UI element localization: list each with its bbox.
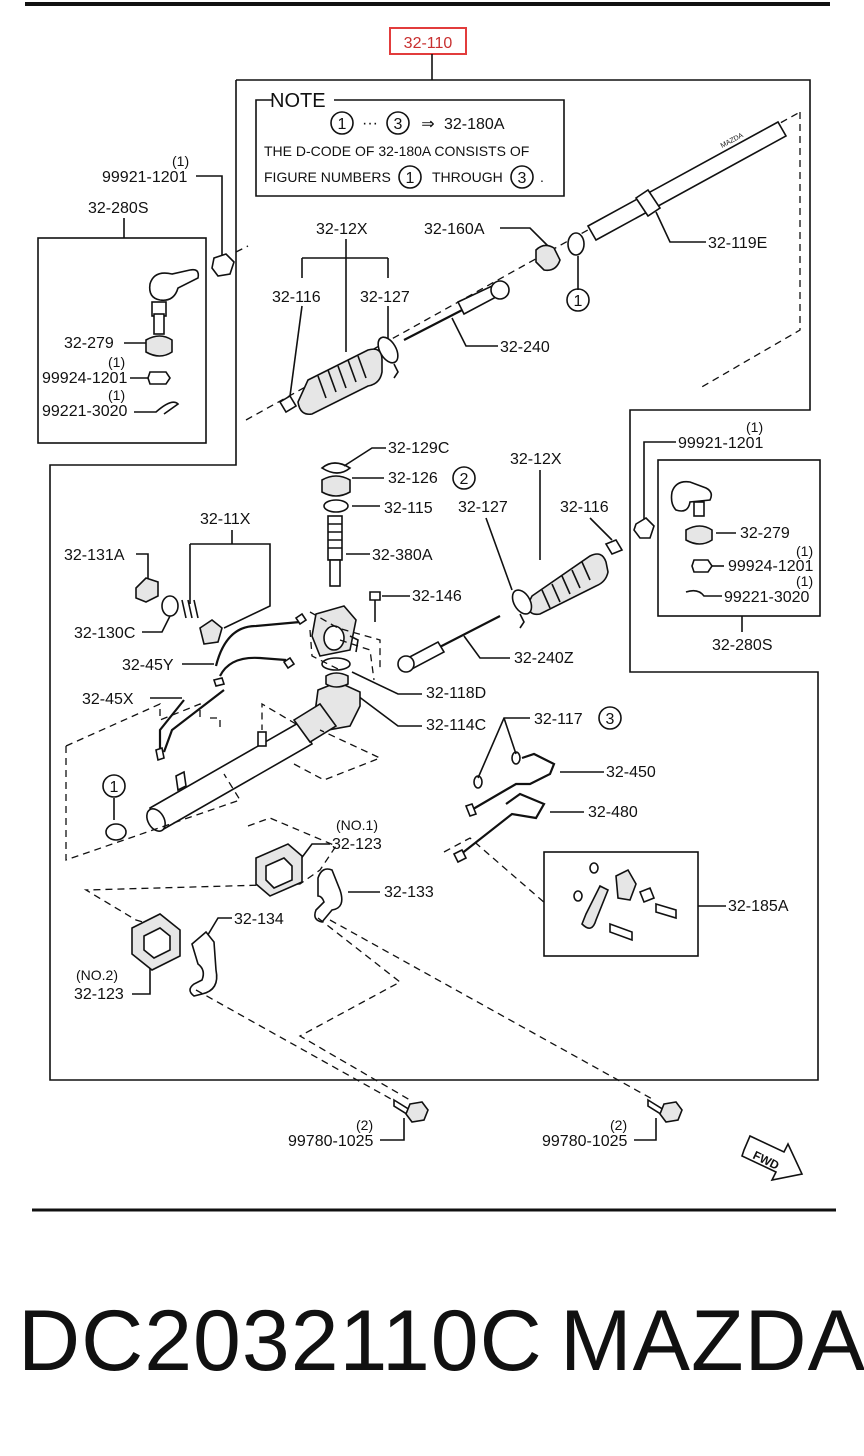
svg-text:32-45Y: 32-45Y — [122, 657, 174, 674]
svg-text:(1): (1) — [796, 573, 813, 589]
svg-text:32-114C: 32-114C — [426, 717, 486, 734]
boot-upper — [297, 348, 383, 416]
svg-text:(1): (1) — [108, 354, 125, 370]
svg-text:32-126: 32-126 — [388, 470, 438, 487]
svg-text:32-116: 32-116 — [560, 499, 609, 516]
fwd-arrow-icon: FWD — [741, 1134, 804, 1182]
svg-text:3: 3 — [394, 116, 403, 133]
svg-text:99780-1025: 99780-1025 — [542, 1133, 628, 1150]
svg-text:(NO.2): (NO.2) — [76, 967, 118, 983]
svg-text:32-131A: 32-131A — [64, 547, 125, 564]
svg-text:32-123: 32-123 — [332, 836, 382, 853]
bolt-left — [393, 1098, 429, 1123]
svg-text:32-45X: 32-45X — [82, 691, 134, 708]
note-title: NOTE — [270, 90, 326, 112]
svg-text:3: 3 — [606, 711, 615, 728]
svg-text:32-380A: 32-380A — [372, 547, 433, 564]
svg-text:THROUGH: THROUGH — [432, 169, 503, 185]
svg-text:1: 1 — [574, 293, 583, 310]
assembly-outline — [49, 79, 819, 1081]
svg-text:99924-1201: 99924-1201 — [42, 370, 128, 387]
svg-text:(1): (1) — [796, 543, 813, 559]
svg-text:FWD: FWD — [751, 1148, 782, 1173]
svg-text:32-115: 32-115 — [384, 500, 433, 517]
svg-text:(2): (2) — [356, 1117, 373, 1133]
rack-housing — [146, 702, 338, 832]
svg-text:32-123: 32-123 — [74, 986, 124, 1003]
svg-text:32-134: 32-134 — [234, 911, 284, 928]
svg-text:1: 1 — [110, 779, 119, 796]
svg-text:.: . — [540, 169, 544, 185]
bushing-no1 — [255, 843, 303, 897]
svg-text:32-11X: 32-11X — [200, 511, 251, 528]
svg-text:32-450: 32-450 — [606, 764, 656, 781]
bushing-no2 — [131, 913, 181, 971]
svg-text:32-480: 32-480 — [588, 804, 638, 821]
svg-text:THE D-CODE OF 32-180A CONSISTS: THE D-CODE OF 32-180A CONSISTS OF — [264, 143, 529, 159]
svg-text:32-240Z: 32-240Z — [514, 650, 574, 667]
svg-text:(1): (1) — [108, 387, 125, 403]
svg-text:32-117: 32-117 — [534, 711, 583, 728]
svg-text:32-133: 32-133 — [384, 884, 434, 901]
svg-text:(1): (1) — [172, 153, 189, 169]
svg-text:32-160A: 32-160A — [424, 221, 485, 238]
inner-tie-rod-upper — [403, 280, 510, 341]
svg-text:(2): (2) — [610, 1117, 627, 1133]
label-32-280S-left: 32-280S — [88, 200, 149, 217]
svg-text:99221-3020: 99221-3020 — [724, 589, 810, 606]
svg-text:32-180A: 32-180A — [444, 116, 505, 133]
svg-text:2: 2 — [460, 471, 469, 488]
pinion-housing — [311, 605, 359, 657]
svg-text:32-279: 32-279 — [64, 335, 114, 352]
label-32-12X-top: 32-12X — [316, 221, 368, 238]
svg-text:99780-1025: 99780-1025 — [288, 1133, 374, 1150]
svg-text:99921-1201: 99921-1201 — [678, 435, 764, 452]
bolt-right — [647, 1098, 683, 1123]
footer: DC2032110C MAZDA — [0, 1292, 864, 1402]
pinion-shaft — [327, 515, 343, 587]
main-part-label: 32-110 — [404, 35, 453, 52]
inner-tie-rod-right — [397, 615, 501, 673]
svg-text:99221-3020: 99221-3020 — [42, 403, 128, 420]
svg-text:99924-1201: 99924-1201 — [728, 558, 814, 575]
tie-rod-end-box-left — [37, 237, 207, 444]
rack-bar: MAZDA — [586, 120, 788, 242]
svg-text:(1): (1) — [746, 419, 763, 435]
tie-rod-end-box-right — [657, 459, 821, 617]
svg-text:FIGURE NUMBERS: FIGURE NUMBERS — [264, 169, 391, 185]
svg-text:3: 3 — [518, 170, 527, 187]
svg-text:32-280S: 32-280S — [712, 637, 773, 654]
svg-text:32-127: 32-127 — [458, 499, 508, 516]
svg-text:32-185A: 32-185A — [728, 898, 789, 915]
svg-text:1: 1 — [406, 170, 415, 187]
svg-text:32-118D: 32-118D — [426, 685, 486, 702]
svg-text:32-127: 32-127 — [360, 289, 410, 306]
svg-text:1: 1 — [338, 116, 347, 133]
svg-text:(NO.1): (NO.1) — [336, 817, 378, 833]
bracket-kit-box — [543, 851, 699, 957]
svg-text:32-130C: 32-130C — [74, 625, 135, 642]
svg-text:32-116: 32-116 — [272, 289, 321, 306]
svg-text:⇒: ⇒ — [421, 116, 434, 133]
note-box: NOTE 1 ··· 3 ⇒ 32-180A THE D-CODE OF 32-… — [255, 90, 565, 197]
svg-text:32-12X: 32-12X — [510, 451, 562, 468]
svg-text:32-279: 32-279 — [740, 525, 790, 542]
svg-text:32-240: 32-240 — [500, 339, 550, 356]
brand-name: MAZDA — [560, 1293, 864, 1389]
label-99921-left: 99921-1201 — [102, 169, 188, 186]
svg-text:···: ··· — [362, 115, 378, 132]
main-part-highlight[interactable] — [389, 27, 467, 55]
svg-text:32-129C: 32-129C — [388, 440, 449, 457]
boot-right — [527, 553, 609, 616]
part-code: DC2032110C — [18, 1293, 543, 1389]
bracket-kit-parts — [573, 862, 677, 942]
svg-text:32-146: 32-146 — [412, 588, 462, 605]
svg-text:32-119E: 32-119E — [708, 235, 767, 252]
